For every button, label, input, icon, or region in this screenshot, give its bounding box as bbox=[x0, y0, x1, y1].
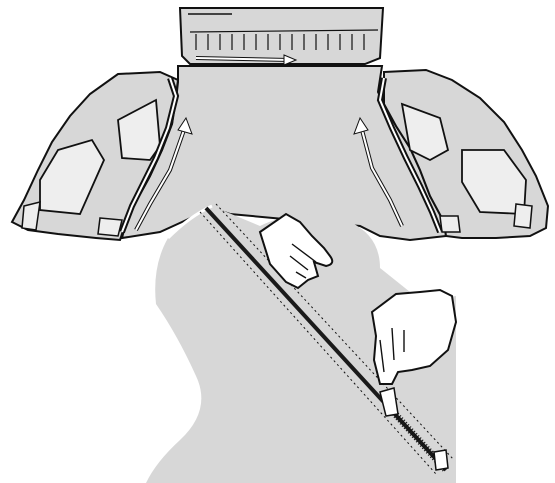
zipper-detail-inset bbox=[146, 204, 456, 483]
rear-kick-panel bbox=[180, 8, 383, 65]
